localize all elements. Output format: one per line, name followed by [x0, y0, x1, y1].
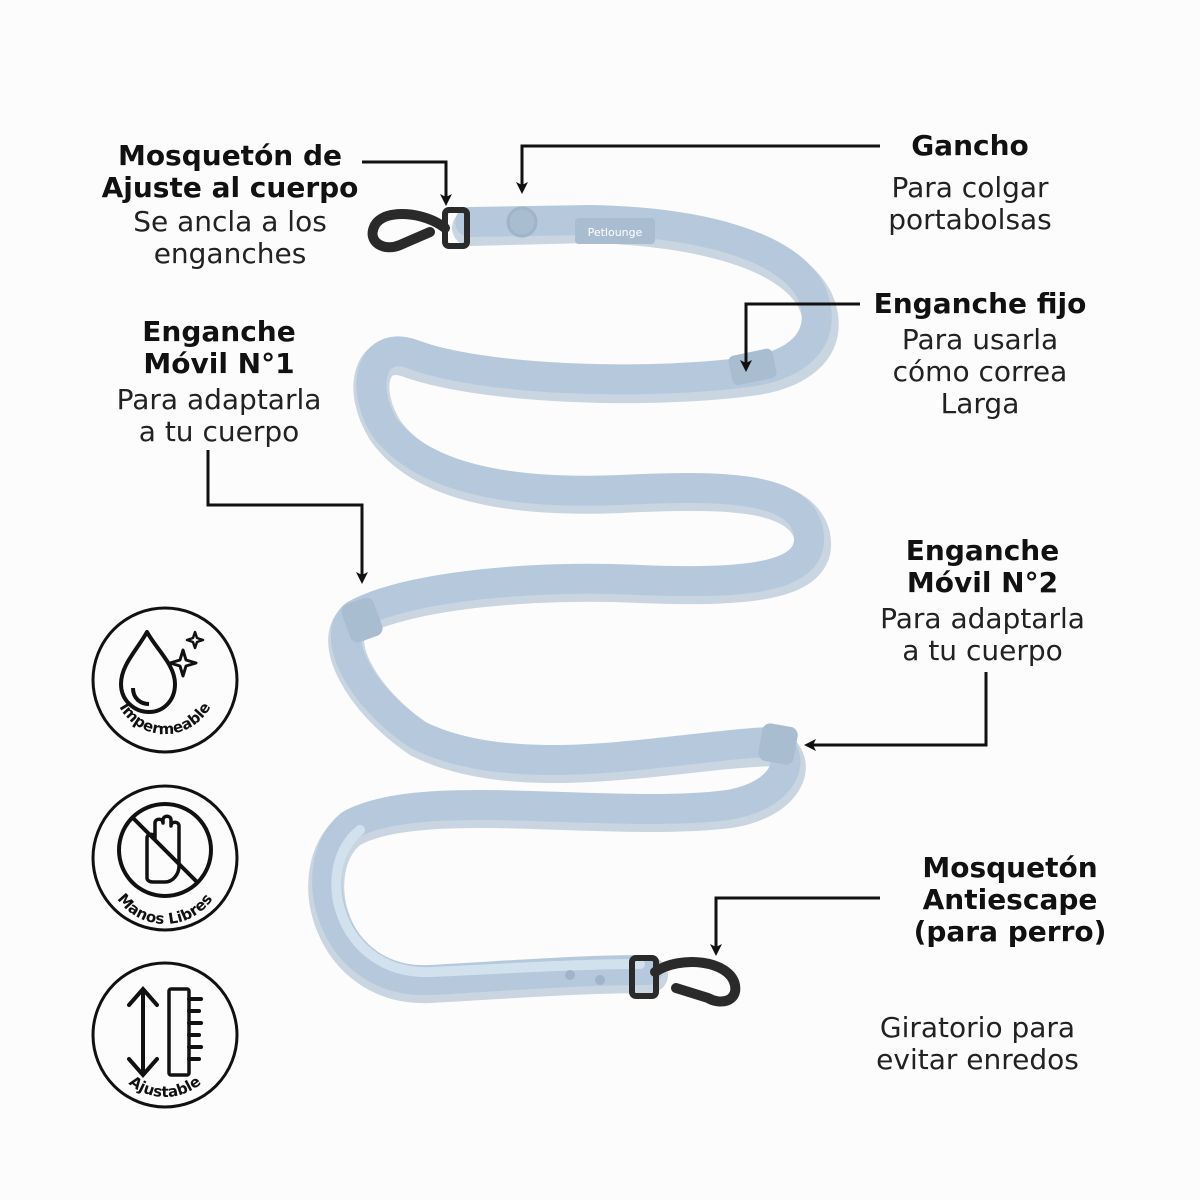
- hanger-ring: [506, 206, 538, 238]
- callout-giratorio: Giratorio para evitar enredos: [860, 1010, 1095, 1076]
- arrow-enganche-movil-1: [206, 450, 368, 584]
- callout-desc: Para colgar portabolsas: [888, 171, 1052, 236]
- feature-label: Ajustable: [126, 1072, 204, 1101]
- callout-title: Enganche Móvil N°1: [142, 315, 296, 380]
- callout-desc: Para adaptarla a tu cuerpo: [880, 602, 1085, 667]
- arrow-gancho: [516, 144, 880, 194]
- callout-title: Gancho: [911, 129, 1029, 162]
- feature-impermeable: Impermeable: [85, 600, 245, 760]
- no-hand-icon: [117, 802, 213, 898]
- callout-desc: Se ancla a los enganches: [133, 205, 327, 270]
- brand-tag: Petlounge: [575, 218, 655, 244]
- callout-mosqueton-antiescape: Mosquetón Antiescape (para perro): [890, 852, 1130, 948]
- callout-gancho: Gancho Para colgar portabolsas: [860, 130, 1080, 236]
- fixed-clip: [728, 348, 777, 386]
- antiescape-snap-hook: [629, 955, 741, 1007]
- callout-title: Enganche fijo: [873, 287, 1087, 320]
- body-snap-hook: [367, 207, 470, 253]
- callout-title: Mosquetón de Ajuste al cuerpo: [101, 139, 359, 204]
- leash-strap: [312, 205, 832, 996]
- arrow-enganche-movil-2: [804, 672, 988, 751]
- water-drop-sparkle-icon: [119, 630, 205, 714]
- callout-mosqueton-ajuste: Mosquetón de Ajuste al cuerpo Se ancla a…: [90, 140, 370, 270]
- callout-title: Mosquetón Antiescape (para perro): [913, 851, 1107, 948]
- feature-manos-libres: Manos Libres: [85, 778, 245, 938]
- callout-arrows: [206, 144, 988, 956]
- movable-clip-2: [758, 723, 798, 765]
- callout-desc: Para adaptarla a tu cuerpo: [116, 383, 322, 448]
- arrow-mosqueton-ajuste: [362, 160, 452, 206]
- callout-enganche-fijo: Enganche fijo Para usarla cómo correa La…: [860, 288, 1100, 420]
- svg-text:Ajustable: Ajustable: [126, 1072, 204, 1101]
- callout-enganche-movil-1: Enganche Móvil N°1 Para adaptarla a tu c…: [90, 316, 348, 448]
- callout-title: Enganche Móvil N°2: [905, 534, 1060, 599]
- arrow-enganche-fijo: [740, 302, 860, 372]
- feature-ajustable: Ajustable: [85, 955, 245, 1115]
- callout-desc: Giratorio para evitar enredos: [876, 1011, 1079, 1076]
- movable-clip-1: [341, 597, 383, 643]
- brand-tag-text: Petlounge: [588, 226, 643, 239]
- callout-desc: Para usarla cómo correa Larga: [892, 323, 1068, 420]
- arrow-mosqueton-antiescape: [710, 896, 880, 956]
- adjustable-ruler-icon: [127, 985, 203, 1079]
- callout-enganche-movil-2: Enganche Móvil N°2 Para adaptarla a tu c…: [860, 535, 1105, 667]
- leash-strap-highlight: [331, 825, 645, 978]
